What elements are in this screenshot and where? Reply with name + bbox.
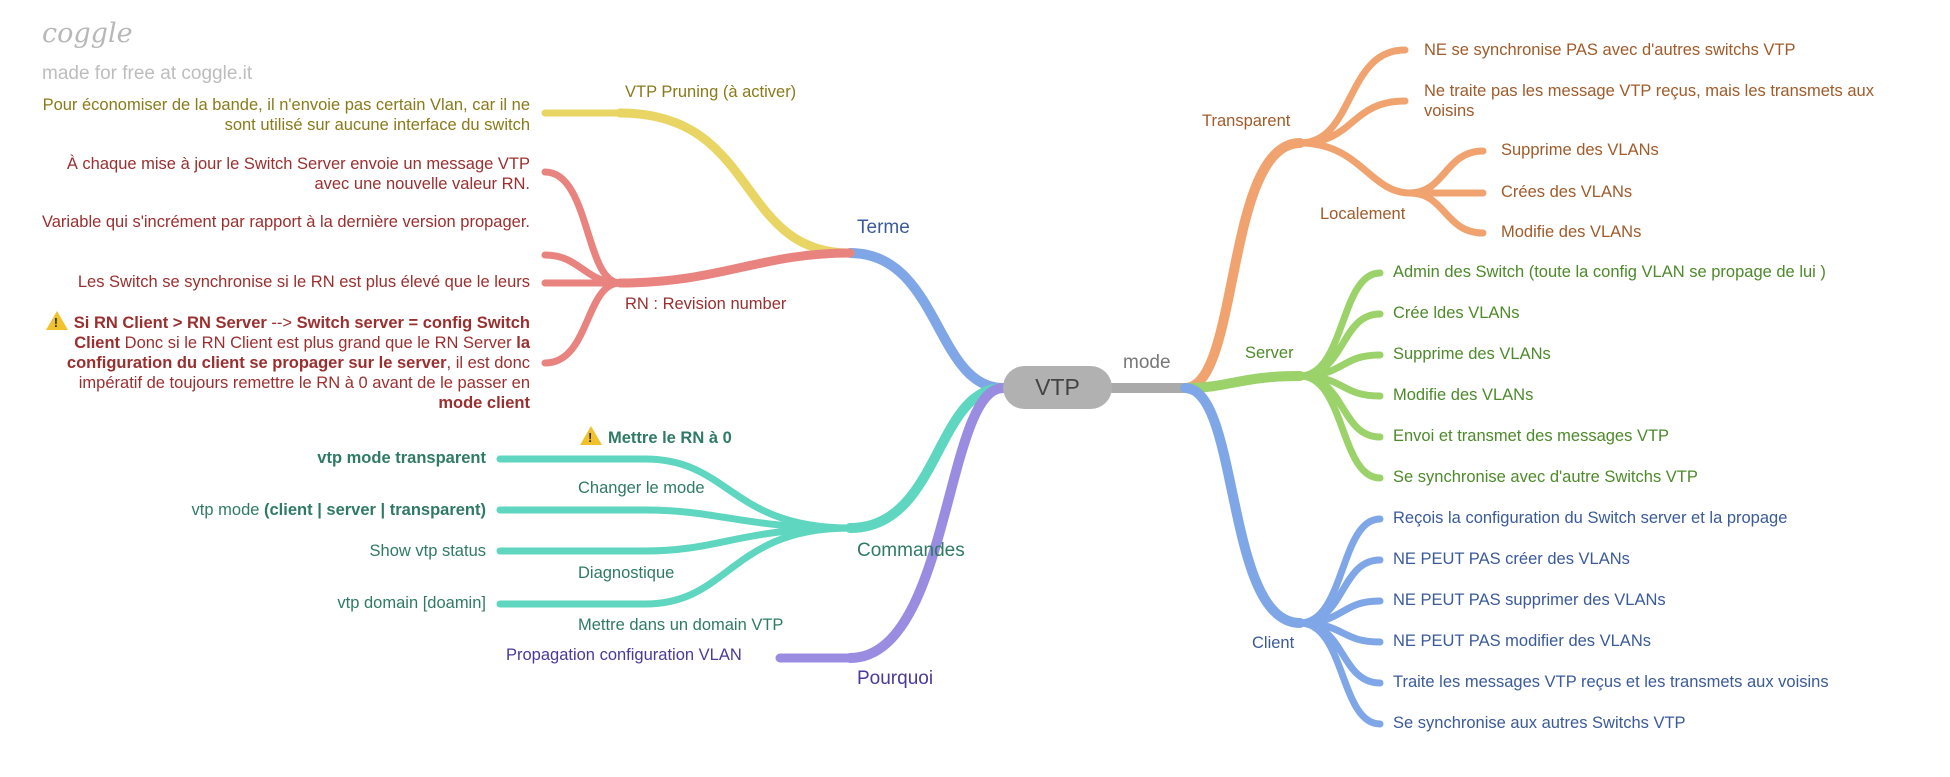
rn-item[interactable]: Variable qui s'incrément par rapport à l… <box>41 213 530 231</box>
client-item[interactable]: NE PEUT PAS supprimer des VLANs <box>1393 591 1666 609</box>
domain-label[interactable]: Mettre dans un domain VTP <box>578 616 784 634</box>
localement-label[interactable]: Localement <box>1320 205 1406 223</box>
branch-terme <box>845 248 1008 393</box>
transparent-item[interactable]: NE se synchronise PAS avec d'autres swit… <box>1424 41 1796 59</box>
pruning-label[interactable]: VTP Pruning (à activer) <box>625 83 797 101</box>
terme-label[interactable]: Terme <box>857 217 910 238</box>
rn-label[interactable]: RN : Revision number <box>625 295 787 313</box>
pourquoi-text[interactable]: Propagation configuration VLAN <box>506 646 742 664</box>
warning-part: Switch server = config Switch Client <box>74 314 530 352</box>
client-item[interactable]: NE PEUT PAS créer des VLANs <box>1393 550 1630 568</box>
rn-warning[interactable]: Si RN Client > RN Server --> Switch serv… <box>40 311 530 413</box>
warning-part: la configuration du client se propager s… <box>66 334 530 372</box>
diagnostique-label[interactable]: Diagnostique <box>578 564 675 582</box>
warning-text: Mettre le RN à 0 <box>608 429 732 447</box>
changer-mode-label[interactable]: Changer le mode <box>578 479 705 497</box>
server-item[interactable]: Supprime des VLANs <box>1393 345 1551 363</box>
warning-part: mode client <box>438 394 530 412</box>
mettre-rn-zero[interactable]: Mettre le RN à 0 <box>580 426 732 448</box>
cmd-prefix: vtp mode <box>191 501 265 519</box>
server-item[interactable]: Se synchronise avec d'autre Switchs VTP <box>1393 468 1698 486</box>
warning-icon <box>580 426 602 448</box>
branch-commandes <box>845 383 1008 533</box>
warning-part: Si RN Client > RN Server <box>73 314 267 332</box>
client-item[interactable]: Traite les messages VTP reçus et les tra… <box>1393 673 1829 691</box>
pourquoi-label[interactable]: Pourquoi <box>857 668 934 689</box>
branch-transparent <box>1180 138 1305 393</box>
cmd-vtp-domain[interactable]: vtp domain [doamin] <box>337 594 486 612</box>
rn-item[interactable]: Les Switch se synchronise si le RN est p… <box>77 273 530 291</box>
client-item[interactable]: Se synchronise aux autres Switchs VTP <box>1393 714 1686 732</box>
cmd-options: (client | server | transparent) <box>264 501 486 519</box>
client-item[interactable]: NE PEUT PAS modifier des VLANs <box>1393 632 1651 650</box>
cmd-vtp-mode-transparent[interactable]: vtp mode transparent <box>317 449 486 467</box>
warning-icon <box>45 311 68 333</box>
warning-part: --> <box>266 314 297 332</box>
localement-item[interactable]: Crées des VLANs <box>1501 183 1633 201</box>
server-item[interactable]: Modifie des VLANs <box>1393 386 1534 404</box>
rn-item[interactable]: À chaque mise à jour le Switch Server en… <box>66 155 530 193</box>
server-item[interactable]: Admin des Switch (toute la config VLAN s… <box>1393 263 1826 281</box>
cmd-show-vtp-status[interactable]: Show vtp status <box>369 542 486 560</box>
localement-item[interactable]: Modifie des VLANs <box>1501 223 1642 241</box>
localement-item[interactable]: Supprime des VLANs <box>1501 141 1659 159</box>
central-node[interactable]: VTP <box>1003 366 1112 409</box>
mode-label: mode <box>1123 352 1171 373</box>
warning-part: , il est donc impératif de toujours reme… <box>78 354 530 392</box>
branch-client <box>1180 383 1305 628</box>
client-label[interactable]: Client <box>1252 634 1295 652</box>
coggle-logo: coggle <box>42 18 133 49</box>
transparent-item[interactable]: Ne traite pas les message VTP reçus, mai… <box>1424 82 1874 120</box>
pruning-text[interactable]: Pour économiser de la bande, il n'envoie… <box>42 96 530 134</box>
warning-part: Donc si le RN Client est plus grand que … <box>120 334 517 352</box>
server-item[interactable]: Crée ldes VLANs <box>1393 304 1520 322</box>
branch-pourquoi <box>845 383 1008 663</box>
server-item[interactable]: Envoi et transmet des messages VTP <box>1393 427 1670 445</box>
cmd-vtp-mode[interactable]: vtp mode (client | server | transparent) <box>120 500 486 520</box>
commandes-label[interactable]: Commandes <box>857 540 965 561</box>
server-label[interactable]: Server <box>1245 344 1294 362</box>
coggle-tagline: made for free at coggle.it <box>42 63 253 84</box>
client-item[interactable]: Reçois la configuration du Switch server… <box>1393 509 1788 527</box>
transparent-label[interactable]: Transparent <box>1202 112 1291 130</box>
